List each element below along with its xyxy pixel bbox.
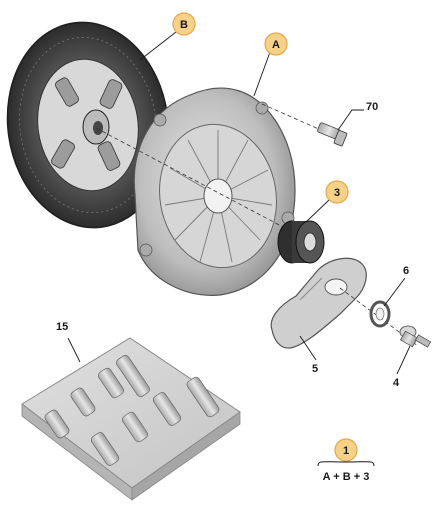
callout-4-label: 4: [393, 377, 400, 389]
assembly-group: 1 A + B + 3: [317, 438, 375, 483]
bolt-axis-line: [261, 103, 331, 135]
assembly-brace: [317, 461, 375, 467]
leader-lines: [67, 31, 411, 375]
callout-5-label: 5: [312, 363, 318, 375]
pressure-plate-cover: [133, 87, 296, 296]
fork-axis-line: [339, 287, 419, 347]
callout-a-label: A: [272, 39, 280, 51]
callout-badge-a: A: [264, 32, 288, 56]
callout-badge-b: B: [172, 12, 196, 36]
callout-3-label: 3: [334, 187, 340, 199]
centre-axis-line: [95, 127, 301, 237]
release-fork: [270, 257, 367, 349]
callout-b-label: B: [180, 19, 188, 31]
callout-badge-3: 3: [325, 180, 349, 204]
callout-15-label: 15: [56, 321, 68, 333]
tool-kit-box: [21, 337, 241, 501]
clutch-disc: [6, 21, 170, 229]
assembly-badge-label: 1: [343, 445, 349, 457]
release-bearing: [277, 220, 325, 264]
pivot-pin: [399, 325, 432, 348]
tool-kit-pins: [44, 355, 220, 466]
callout-6-label: 6: [403, 265, 409, 277]
callout-70-label: 70: [366, 101, 378, 113]
assembly-formula: A + B + 3: [323, 471, 370, 483]
retaining-clip: [369, 300, 391, 328]
bolt: [317, 122, 348, 147]
